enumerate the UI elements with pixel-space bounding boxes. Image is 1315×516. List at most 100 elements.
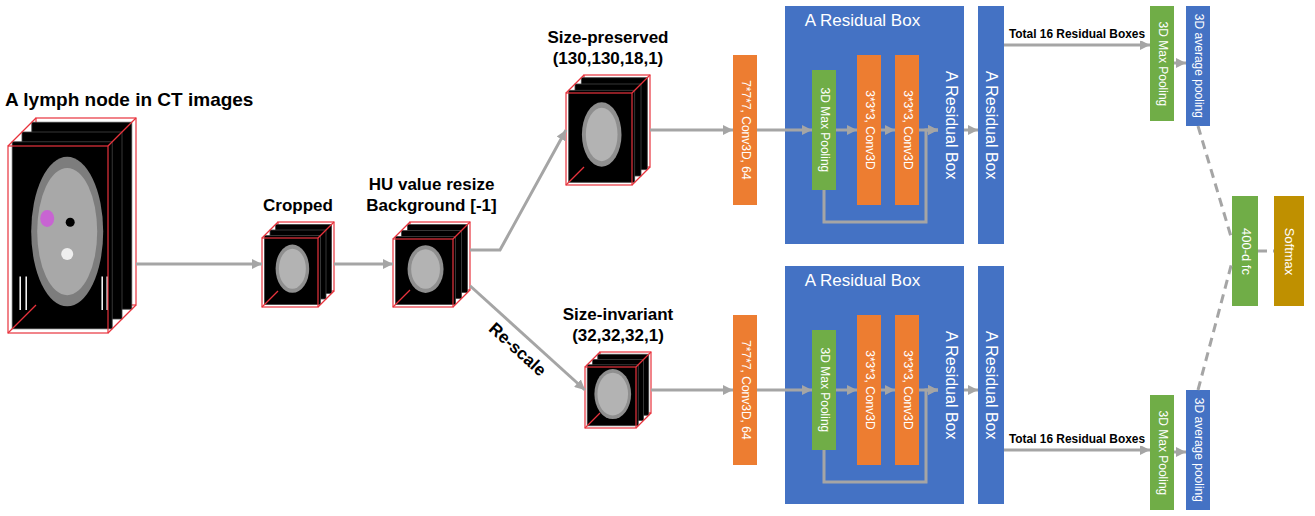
cube-front-face bbox=[566, 93, 632, 185]
cube-edge bbox=[318, 291, 334, 307]
layer-name: 3*3*3, Conv3D bbox=[900, 350, 914, 429]
residual-block: A Residual Box bbox=[938, 6, 964, 244]
flow-arrow bbox=[919, 389, 938, 392]
edge-label: Total 16 Residual Boxes bbox=[1007, 27, 1147, 41]
layer-name: A Residual Box bbox=[982, 71, 1000, 180]
flow-arrow bbox=[919, 129, 938, 132]
image-volume: HU value resize Background [-1] bbox=[393, 222, 470, 307]
flow-arrow bbox=[836, 389, 857, 392]
node-tissue bbox=[586, 108, 618, 161]
image-caption: (130,130,18,1) bbox=[548, 49, 669, 69]
cube-edge bbox=[8, 305, 36, 333]
flow-arrow bbox=[881, 389, 895, 392]
image-slice bbox=[396, 236, 456, 304]
layer-name: 3*3*3, Conv3D bbox=[900, 90, 914, 169]
skip-connection bbox=[824, 130, 938, 222]
spine bbox=[61, 248, 73, 260]
flow-arrow bbox=[470, 130, 566, 250]
scan-mark bbox=[101, 276, 103, 310]
flow-arrow bbox=[881, 129, 895, 132]
conv-layer: 3*3*3, Conv3D bbox=[857, 55, 881, 205]
layer-name: A Residual Box bbox=[942, 331, 960, 440]
layer-name: 3D Max Pooling bbox=[817, 348, 831, 433]
flow-arrow bbox=[470, 286, 585, 390]
ct-volume-drawing bbox=[262, 222, 334, 307]
node-tissue bbox=[411, 249, 440, 288]
dashed-connector bbox=[1258, 250, 1274, 253]
residual-block: A Residual Box bbox=[978, 6, 1004, 244]
image-heading: Size-invariant(32,32,32,1) bbox=[563, 305, 674, 346]
airway bbox=[66, 218, 75, 227]
image-slice bbox=[569, 90, 635, 182]
cube-edge bbox=[632, 75, 650, 93]
ct-volume-drawing bbox=[566, 75, 650, 185]
layer-name: 3D Max Pooling bbox=[1155, 21, 1169, 106]
image-volume: Cropped bbox=[262, 222, 334, 307]
image-slice bbox=[12, 142, 112, 329]
ct-volume-drawing bbox=[585, 352, 651, 428]
cube-edge bbox=[108, 118, 136, 146]
conv-layer: 3*3*3, Conv3D bbox=[895, 55, 919, 205]
image-volume: Size-invariant(32,32,32,1) bbox=[585, 352, 651, 428]
cube-edge bbox=[566, 167, 584, 185]
lymph-node bbox=[40, 210, 54, 227]
layer-name: 7*7*7, Conv3D, 64 bbox=[738, 340, 752, 439]
conv-layer: 7*7*7, Conv3D, 64 bbox=[733, 55, 757, 205]
scan-mark bbox=[19, 276, 21, 310]
cube-edge bbox=[585, 352, 600, 367]
layer-name: 3D Max Pooling bbox=[1155, 410, 1169, 495]
body-tissue bbox=[37, 168, 97, 295]
flow-arrow bbox=[1174, 62, 1186, 65]
pooling-layer: 3D average pooling bbox=[1186, 390, 1210, 510]
edge-label: Re-scale bbox=[483, 317, 551, 382]
cube-edge bbox=[453, 222, 470, 239]
node-tissue bbox=[279, 249, 306, 289]
body-outline bbox=[31, 157, 103, 307]
flow-arrow bbox=[1004, 449, 1150, 452]
cube-edge bbox=[636, 413, 651, 428]
node-outline bbox=[582, 102, 622, 166]
cube-front-face bbox=[393, 239, 453, 307]
layer-name: A Residual Box bbox=[942, 71, 960, 180]
layer-name: A Residual Box bbox=[785, 266, 940, 291]
pooling-layer: 3D Max Pooling bbox=[1150, 395, 1174, 510]
cube-front-face bbox=[8, 146, 108, 333]
layer-name: 400-d fc bbox=[1238, 228, 1253, 275]
layer-name: 3*3*3, Conv3D bbox=[862, 90, 876, 169]
image-heading: Cropped bbox=[263, 196, 333, 216]
image-volume: Size-preserved(130,130,18,1) bbox=[566, 75, 650, 185]
image-caption: Size-preserved bbox=[548, 28, 669, 48]
flow-arrow bbox=[1004, 44, 1150, 47]
skip-connection bbox=[824, 390, 938, 482]
cube-edge bbox=[453, 290, 470, 307]
image-caption: (32,32,32,1) bbox=[563, 326, 674, 346]
layer-name: 7*7*7, Conv3D, 64 bbox=[738, 80, 752, 179]
node-outline bbox=[276, 245, 310, 293]
flow-arrow bbox=[964, 129, 978, 132]
image-caption: A lymph node in CT images bbox=[5, 89, 253, 112]
cube-edge bbox=[566, 75, 584, 93]
image-volume: A lymph node in CT images bbox=[8, 118, 136, 333]
softmax-layer: Softmax bbox=[1274, 196, 1304, 306]
cube-edge bbox=[8, 118, 36, 146]
cube-front-face bbox=[585, 367, 636, 428]
conv-layer: 7*7*7, Conv3D, 64 bbox=[733, 315, 757, 465]
cube-edge bbox=[585, 413, 600, 428]
image-slice bbox=[587, 365, 638, 426]
ct-volume-drawing bbox=[393, 222, 470, 307]
fc-layer: 400-d fc bbox=[1232, 196, 1258, 306]
layer-name: A Residual Box bbox=[982, 331, 1000, 440]
flow-arrow bbox=[136, 263, 262, 266]
pooling-layer: 3D Max Pooling bbox=[812, 70, 836, 190]
cube-edge bbox=[636, 352, 651, 367]
scan-mark bbox=[25, 276, 27, 310]
layer-name: 3D Max Pooling bbox=[817, 88, 831, 173]
flow-arrow bbox=[757, 389, 812, 392]
flow-arrow bbox=[1174, 451, 1186, 454]
image-heading: A lymph node in CT images bbox=[5, 89, 253, 112]
layer-name: 3D average pooling bbox=[1191, 14, 1205, 118]
image-heading: HU value resize Background [-1] bbox=[362, 175, 502, 216]
cube-edge bbox=[262, 222, 278, 238]
